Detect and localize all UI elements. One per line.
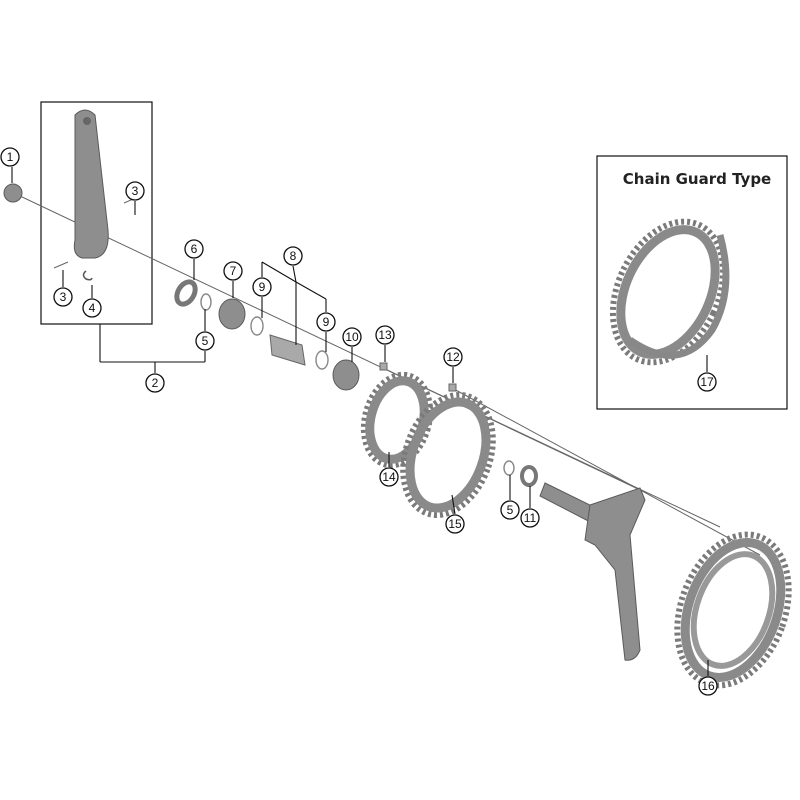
svg-text:2: 2: [152, 376, 159, 390]
svg-text:13: 13: [378, 328, 392, 342]
inner-sleeve: [269, 334, 306, 366]
callout-17: 17: [697, 372, 717, 392]
svg-text:16: 16: [701, 679, 715, 693]
seal-ring-left: [250, 316, 264, 336]
callout-13: 13: [375, 325, 395, 345]
o-ring-left: [200, 293, 212, 311]
bb-cup-right: [332, 359, 360, 391]
chainring-bolt-13: [379, 362, 388, 371]
callout-16: 16: [698, 676, 718, 696]
safety-plate: [82, 270, 93, 281]
svg-text:8: 8: [290, 249, 297, 263]
bb-cup-left: [218, 298, 246, 330]
callout-1: 1: [0, 147, 20, 167]
svg-text:10: 10: [345, 330, 359, 344]
bolt-axis-line-b: [451, 387, 761, 556]
chainring-middle: [400, 391, 496, 519]
callout-7: 7: [223, 261, 243, 281]
crank-cap: [3, 183, 23, 203]
callout-6: 6: [184, 239, 204, 259]
svg-text:17: 17: [700, 375, 714, 389]
pinch-bolt-lower: [53, 261, 69, 269]
right-crank-arm: [539, 482, 646, 661]
svg-text:4: 4: [89, 301, 96, 315]
callout-3-lower: 3: [53, 287, 73, 307]
o-ring-right: [503, 460, 515, 476]
bolt-axis-line-a: [382, 367, 721, 528]
svg-text:7: 7: [230, 264, 237, 278]
callout-2: 2: [145, 373, 165, 393]
svg-text:1: 1: [7, 150, 14, 164]
left-crank-arm: [73, 109, 109, 259]
callout-11: 11: [520, 508, 540, 528]
svg-text:12: 12: [446, 350, 460, 364]
callout-8: 8: [283, 246, 303, 266]
adjusting-washer: [520, 465, 538, 487]
callout-4: 4: [82, 298, 102, 318]
leader-lines: [11, 167, 709, 676]
svg-text:11: 11: [524, 511, 537, 525]
left-crank-group-box: [40, 101, 153, 325]
callout-12: 12: [443, 347, 463, 367]
chainring-with-chain-guard: [609, 218, 730, 366]
svg-text:6: 6: [191, 242, 198, 256]
crank-pedal-hole: [83, 117, 91, 125]
chainring-bolt-12: [448, 383, 457, 392]
washer: [174, 279, 198, 307]
chain-guard-inset-box: [596, 155, 788, 410]
svg-text:3: 3: [132, 184, 139, 198]
svg-text:5: 5: [202, 334, 209, 348]
callout-9-right: 9: [316, 312, 336, 332]
chainring-large: [674, 531, 792, 689]
svg-text:15: 15: [448, 517, 462, 531]
callout-5-left: 5: [195, 331, 215, 351]
svg-text:3: 3: [60, 290, 67, 304]
seal-ring-right: [315, 350, 329, 370]
svg-text:5: 5: [507, 503, 514, 517]
inset-title: Chain Guard Type: [623, 170, 771, 188]
callout-14: 14: [379, 467, 399, 487]
svg-text:9: 9: [259, 280, 266, 294]
svg-text:9: 9: [323, 315, 330, 329]
callout-9-left: 9: [252, 277, 272, 297]
callout-3-upper: 3: [125, 181, 145, 201]
callout-15: 15: [445, 514, 465, 534]
callout-10: 10: [342, 327, 362, 347]
callout-5-right: 5: [500, 500, 520, 520]
svg-text:14: 14: [382, 470, 396, 484]
